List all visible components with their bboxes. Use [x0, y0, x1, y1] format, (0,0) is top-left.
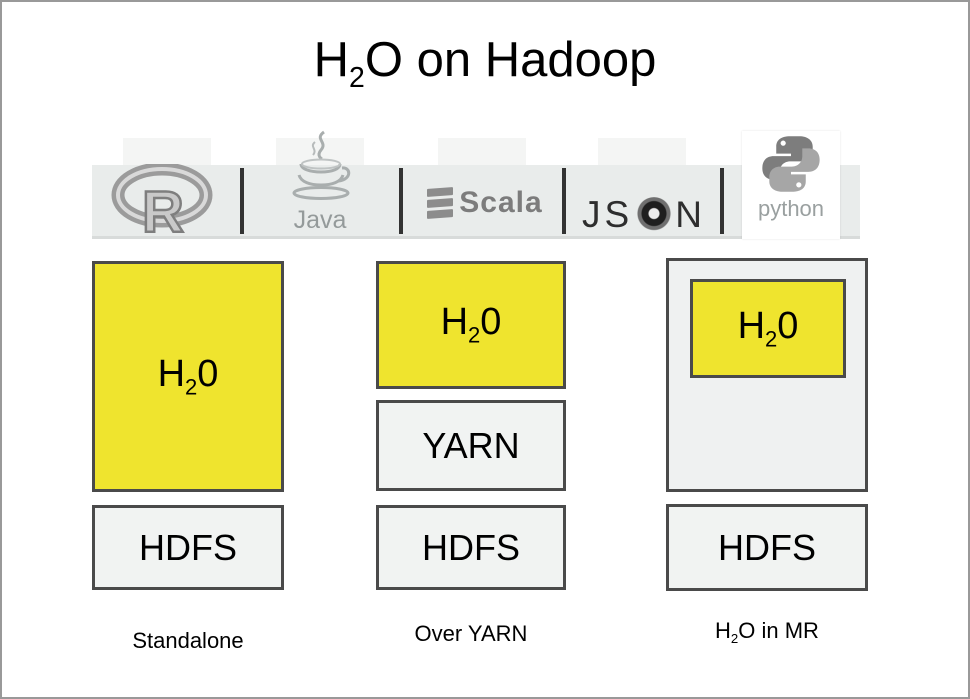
standalone-h2o-box: H20 [92, 261, 284, 492]
java-logo-word: Java [293, 206, 347, 234]
json-vortex-o-icon [636, 196, 673, 233]
title-h: H [313, 33, 350, 87]
h2o-label: H20 [737, 304, 799, 352]
h2o-label: H20 [440, 301, 502, 348]
python-snakes-icon [762, 136, 820, 192]
logo-divider [240, 168, 244, 234]
over-yarn-caption: Over YARN [414, 621, 528, 646]
java-coffee-icon [292, 130, 351, 200]
page-title: H2O on Hadoop [2, 32, 968, 95]
java-logo: Java [278, 130, 362, 233]
strip-tab [598, 138, 686, 166]
strip-tab [123, 138, 211, 166]
yarn-h2o-box: H20 [376, 261, 566, 389]
scala-stacked-bars-icon [427, 187, 454, 219]
title-subscript: 2 [349, 61, 365, 94]
h2o-in-mr-caption: H2O in MR [715, 618, 819, 647]
scala-logo: Scala [410, 186, 560, 219]
logo-divider [562, 168, 566, 234]
r-logo-letter: R [142, 180, 184, 238]
python-logo-word: python [757, 196, 825, 221]
mr-hdfs-box: HDFS [666, 504, 868, 591]
r-logo: R [107, 164, 232, 238]
mr-h2o-box: H20 [690, 279, 846, 378]
hdfs-label: HDFS [718, 526, 816, 568]
title-rest: O on Hadoop [364, 33, 657, 87]
yarn-label: YARN [422, 424, 520, 466]
strip-tab [438, 138, 526, 166]
h2o-label: H20 [157, 352, 219, 400]
r-logo-icon: R [111, 164, 212, 238]
logo-divider [399, 168, 403, 234]
json-logo: JS N [582, 194, 706, 235]
logo-divider [720, 168, 724, 234]
yarn-hdfs-box: HDFS [376, 505, 566, 590]
yarn-box: YARN [376, 400, 566, 491]
language-logo-strip [92, 165, 860, 239]
python-logo: python [742, 131, 840, 239]
scala-logo-word: Scala [459, 186, 543, 219]
hdfs-label: HDFS [139, 526, 237, 568]
hdfs-label: HDFS [422, 526, 520, 568]
json-logo-js: JS [582, 194, 634, 235]
standalone-caption: Standalone [132, 628, 244, 653]
json-logo-n: N [675, 194, 706, 235]
standalone-hdfs-box: HDFS [92, 505, 284, 590]
